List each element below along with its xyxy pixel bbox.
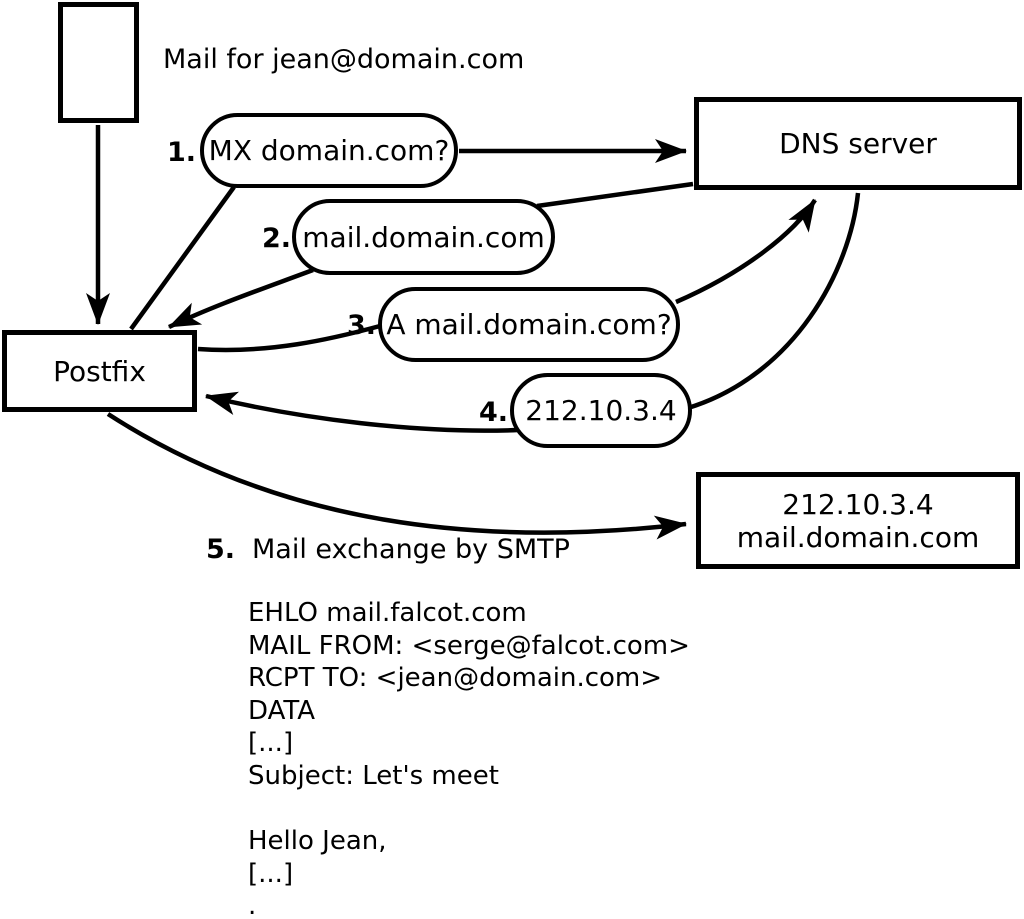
response-mx-label: mail.domain.com [302,220,545,254]
line-postfix-to-query1 [129,185,236,331]
arrow-response2-to-postfix [168,267,314,330]
line-postfix-to-query3 [197,323,381,353]
step-5-number: 5. [205,534,235,565]
query-mx-pill: MX domain.com? [200,113,458,188]
line-dns-to-response4 [687,192,861,411]
destination-server-box: 212.10.3.4 mail.domain.com [696,472,1020,569]
postfix-box: Postfix [2,330,197,412]
arrow-query3-to-dns [675,198,817,305]
query-a-pill: A mail.domain.com? [378,287,680,362]
destination-hostname: mail.domain.com [736,520,980,554]
line-dns-to-response2 [536,181,694,209]
smtp-session-transcript: EHLO mail.falcot.com MAIL FROM: <serge@f… [248,598,690,919]
step-4-number: 4. [478,397,508,428]
arrow-response4-to-postfix [205,391,519,433]
dns-server-box: DNS server [694,97,1022,190]
postfix-label: Postfix [53,354,146,388]
dns-server-label: DNS server [779,127,937,160]
step-2-number: 2. [261,223,291,254]
query-a-label: A mail.domain.com? [386,308,672,341]
destination-ip: 212.10.3.4 [782,487,934,521]
mail-for-annotation: Mail for jean@domain.com [163,44,525,75]
arrow-postfix-to-destination [106,412,687,540]
step-3-number: 3. [346,310,376,341]
destination-label: 212.10.3.4 mail.domain.com [737,488,979,554]
response-a-label: 212.10.3.4 [525,394,677,427]
response-a-pill: 212.10.3.4 [510,373,692,448]
step-1-number: 1. [166,137,196,168]
query-mx-label: MX domain.com? [208,134,450,167]
mail-message-box [58,2,139,123]
step-5-label: Mail exchange by SMTP [252,534,570,565]
response-mx-pill: mail.domain.com [292,199,555,275]
